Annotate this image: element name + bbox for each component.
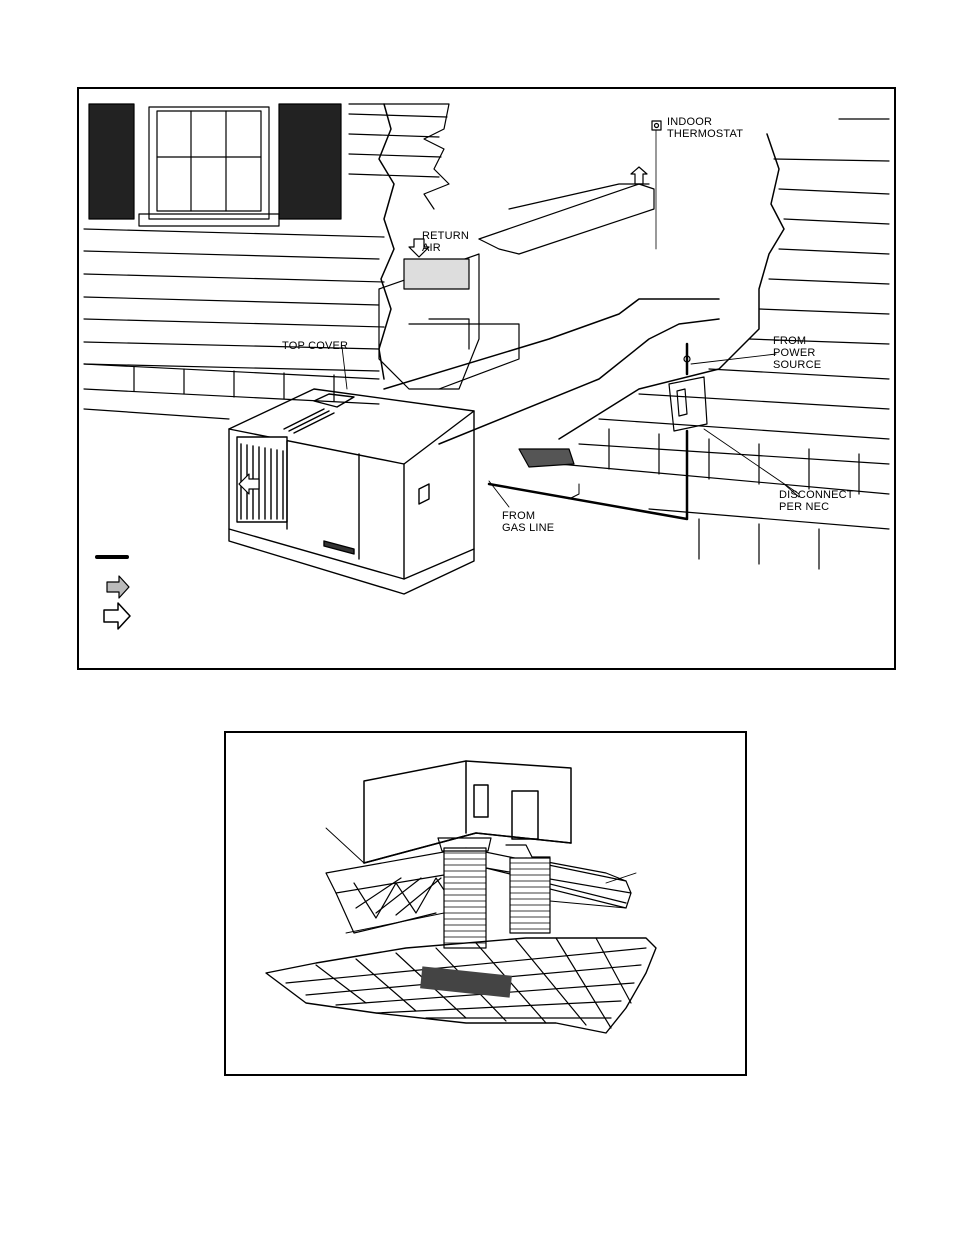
house-siding — [83, 103, 450, 380]
return-air-label: RETURN AIR — [422, 230, 470, 254]
crawlspace-duct-diagram — [224, 731, 747, 1076]
packaged-unit — [228, 388, 475, 595]
foundation-blocks — [83, 363, 380, 420]
ground-grid — [265, 937, 657, 1034]
legend — [95, 555, 131, 630]
from-gas-line-label: FROM GAS LINE — [502, 510, 555, 534]
window — [88, 103, 342, 227]
top-cover-label: TOP COVER — [282, 340, 349, 352]
supply-air-arrow — [630, 166, 648, 185]
hatched-arrow-icon — [106, 575, 130, 599]
crawlspace-illustration — [265, 760, 657, 1034]
flex-duct-supply — [437, 837, 492, 949]
installation-diagram: INDOOR THERMOSTAT RETURN AIR TOP COVER F… — [77, 87, 896, 670]
leader-lines-fig2 — [325, 827, 637, 934]
indoor-thermostat-label: INDOOR THERMOSTAT — [667, 116, 744, 140]
right-wall-siding — [518, 118, 890, 570]
open-arrow-icon — [103, 602, 131, 630]
return-air-arrow — [408, 238, 430, 258]
disconnect-switch — [487, 342, 708, 521]
installation-illustration — [83, 103, 890, 630]
thermostat-icon — [651, 120, 662, 250]
flex-duct-return — [505, 844, 551, 934]
disconnect-per-nec-label: DISCONNECT PER NEC — [779, 489, 854, 513]
supply-duct — [378, 183, 720, 445]
leader-lines — [341, 346, 800, 508]
from-power-source-label: FROM POWER SOURCE — [773, 335, 822, 371]
